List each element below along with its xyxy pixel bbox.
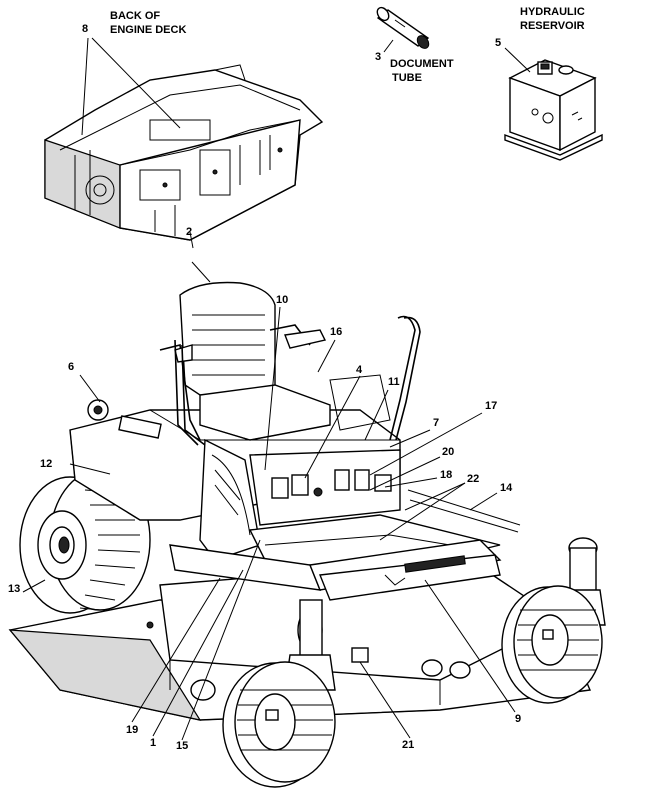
leader-21	[359, 661, 411, 739]
leader-2b	[191, 261, 211, 283]
footrest-drawing	[169, 489, 521, 601]
document-tube-caption: DOCUMENT TUBE	[390, 57, 454, 85]
leader-3	[383, 39, 394, 53]
leader-8a	[81, 37, 89, 136]
reservoir-caption-line2: RESERVOIR	[520, 20, 585, 32]
side-panel-drawing	[199, 438, 261, 561]
callout-18: 18	[440, 469, 453, 481]
callout-1: 1	[150, 737, 157, 749]
reservoir-caption: HYDRAULIC RESERVOIR	[520, 5, 585, 33]
leader-9	[424, 579, 516, 713]
front-right-caster-drawing	[501, 537, 606, 704]
engine-deck-caption-line2: ENGINE DECK	[110, 24, 187, 36]
front-left-caster-drawing	[222, 599, 336, 788]
document-tube-caption-line2: TUBE	[392, 72, 422, 84]
callout-8: 8	[82, 23, 89, 35]
callout-17: 17	[485, 400, 498, 412]
leader-22a	[404, 482, 466, 511]
callout-21: 21	[402, 739, 415, 751]
leader-22b	[379, 482, 466, 541]
steering-levers-drawing	[174, 315, 421, 446]
leader-13	[22, 579, 46, 593]
leader-2a	[189, 231, 194, 249]
leader-7	[389, 429, 431, 448]
callout-14: 14	[500, 482, 513, 494]
leader-18	[384, 477, 438, 488]
leader-lines	[22, 306, 516, 741]
callout-5: 5	[495, 37, 502, 49]
callout-2: 2	[186, 226, 193, 238]
callout-22: 22	[467, 473, 480, 485]
callout-6: 6	[68, 361, 75, 373]
reservoir-caption-line1: HYDRAULIC	[520, 6, 585, 18]
leader-11	[364, 389, 389, 441]
leader-19	[131, 577, 221, 723]
callout-9: 9	[515, 713, 522, 725]
callout-4: 4	[356, 364, 363, 376]
leader-6	[79, 374, 101, 403]
callout-10: 10	[276, 294, 289, 306]
seat-base-drawing	[249, 449, 401, 526]
leader-14	[469, 492, 498, 511]
callout-13: 13	[8, 583, 21, 595]
callout-20: 20	[442, 446, 455, 458]
engine-deck-drawing	[44, 64, 324, 241]
leader-10	[264, 306, 281, 471]
engine-deck-caption: BACK OF ENGINE DECK	[110, 9, 186, 37]
callout-11: 11	[388, 376, 400, 388]
callout-16: 16	[330, 326, 343, 338]
leader-12	[69, 463, 111, 475]
engine-deck-caption-line1: BACK OF	[110, 10, 161, 22]
leader-17	[369, 412, 483, 476]
leader-8b	[91, 37, 181, 129]
seat-drawing	[159, 281, 331, 441]
leader-5	[504, 47, 531, 73]
leader-4	[304, 375, 361, 479]
leader-20	[369, 456, 441, 491]
hydraulic-reservoir-drawing	[504, 59, 603, 161]
callout-3: 3	[375, 51, 382, 63]
callout-12: 12	[40, 458, 53, 470]
callout-15: 15	[176, 740, 189, 752]
document-tube-caption-line1: DOCUMENT	[390, 58, 454, 70]
leader-15	[181, 539, 261, 741]
callout-7: 7	[433, 417, 440, 429]
leader-1	[152, 569, 244, 737]
mower-deck-drawing	[8, 559, 592, 721]
document-tube-drawing	[376, 6, 430, 49]
leader-16	[317, 339, 336, 373]
callout-19: 19	[126, 724, 139, 736]
